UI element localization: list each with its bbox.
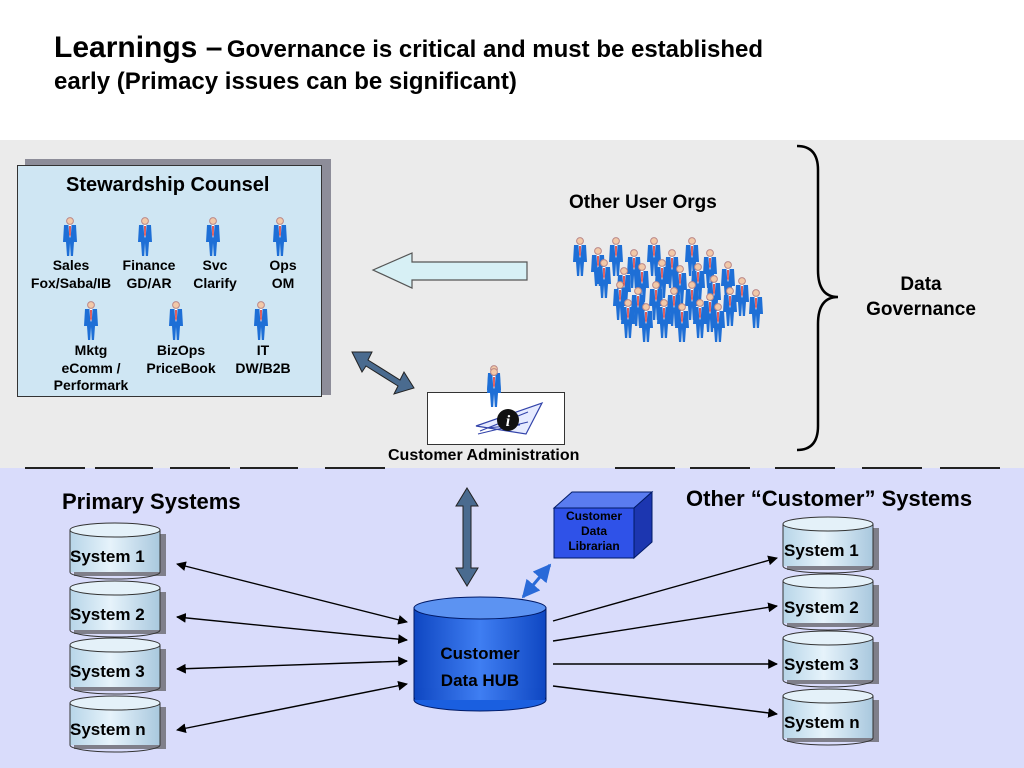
member-label-finance: Finance GD/AR [122, 257, 176, 291]
member-label-ops: Ops OM [269, 257, 297, 291]
librarian-label: Customer Data Librarian [565, 509, 622, 553]
divider-dash [775, 467, 835, 469]
other-arrows [552, 555, 778, 718]
divider-dash [615, 467, 675, 469]
divider-dash [690, 467, 750, 469]
divider-dash [325, 467, 385, 469]
member-label-sales: Sales Fox/Saba/IB [30, 257, 112, 291]
divider-dash [862, 467, 922, 469]
other-system-label: System 3 [784, 655, 859, 674]
other-user-orgs-label: Other User Orgs [569, 192, 717, 213]
primary-system-label: System 2 [70, 605, 145, 624]
data-hub-cylinder [413, 596, 547, 712]
primary-system-label: System 3 [70, 662, 145, 681]
admin-hub-double-arrow [455, 487, 479, 587]
primary-systems-heading: Primary Systems [62, 489, 241, 514]
divider-dash [940, 467, 1000, 469]
other-cylinders [782, 516, 879, 746]
svg-text:i: i [506, 413, 511, 430]
primary-system-label: System n [70, 720, 146, 739]
slide-title: Learnings – Governance is critical and m… [54, 30, 954, 96]
librarian-hub-connector [521, 563, 552, 599]
other-systems-heading: Other “Customer” Systems [686, 486, 973, 511]
other-system-label: System 2 [784, 598, 859, 617]
stewardship-counsel-box [17, 165, 322, 397]
divider-dash [170, 467, 230, 469]
other-system-label: System 1 [784, 541, 859, 560]
title-lead: Learnings – [54, 31, 223, 64]
other-system-label: System n [784, 713, 860, 732]
librarian-cube [552, 490, 654, 560]
customer-admin-label: Customer Administration [388, 447, 580, 464]
member-label-bizops: BizOps PriceBook [146, 342, 216, 376]
stewardship-admin-double-arrow [351, 351, 415, 395]
divider-dash [25, 467, 85, 469]
divider-dash [95, 467, 153, 469]
primary-cylinders [69, 522, 166, 753]
stewardship-title: Stewardship Counsel [66, 174, 270, 196]
primary-system-label: System 1 [70, 547, 145, 566]
member-label-it: IT DW/B2B [235, 342, 291, 376]
divider-dash [240, 467, 298, 469]
admin-person-icon [486, 368, 502, 408]
data-governance-label: Data Governance [866, 274, 976, 320]
member-label-svc: Svc Clarify [193, 257, 237, 291]
title-rest-line1: Governance is critical and must be estab… [226, 36, 764, 63]
info-icon: i [475, 401, 544, 435]
primary-arrows [176, 561, 408, 734]
title-rest-line2: early (Primacy issues can be significant… [54, 67, 517, 95]
data-hub-label: Customer Data HUB [440, 644, 520, 691]
governance-brace [796, 144, 839, 452]
member-label-mktg: Mktg eComm / Performark [53, 342, 129, 393]
left-arrow [371, 252, 528, 289]
